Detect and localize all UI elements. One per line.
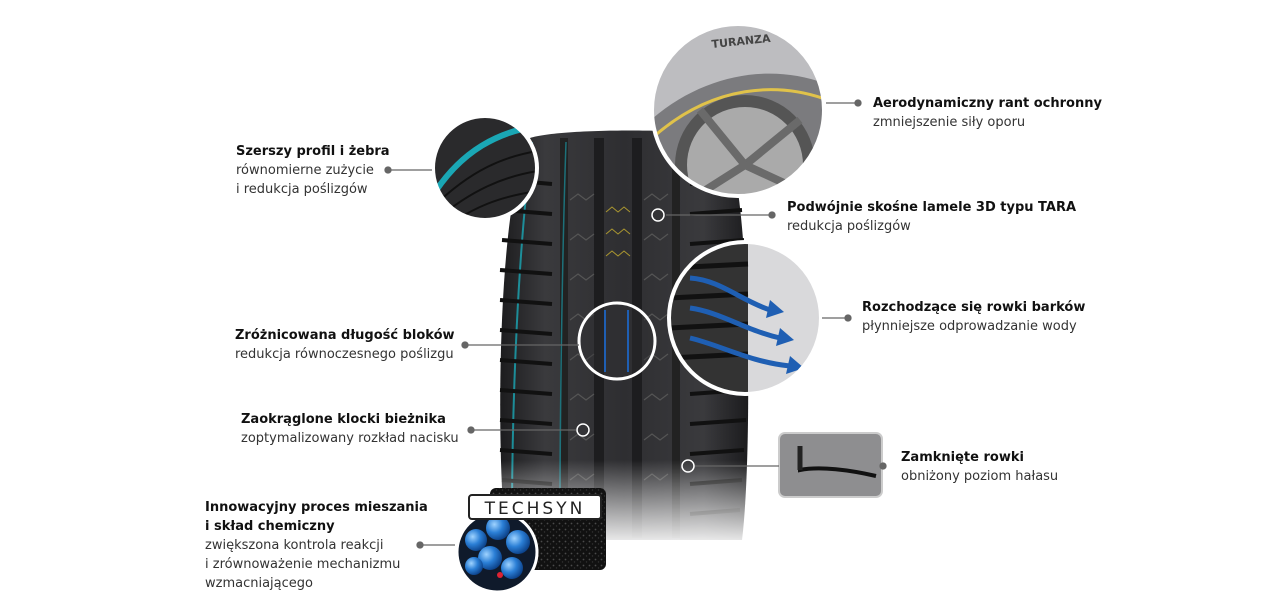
feature-rounded: Zaokrąglone klocki bieżnika zoptymalizow…	[241, 410, 459, 448]
feature-rounded-title: Zaokrąglone klocki bieżnika	[241, 412, 446, 427]
feature-sipes-title: Podwójnie skośne lamele 3D typu TARA	[787, 200, 1077, 215]
feature-compound-title-1: Innowacyjny proces mieszania	[205, 500, 428, 515]
feature-rounded-desc: zoptymalizowany rozkład nacisku	[241, 431, 459, 446]
water-flow-arrows	[689, 275, 791, 369]
feature-profile-desc-2: i redukcja poślizgów	[236, 182, 368, 197]
feature-compound-title-2: i skład chemiczny	[205, 519, 335, 534]
feature-rim-desc: zmniejszenie siły oporu	[873, 115, 1026, 130]
feature-blocks-desc: redukcja równoczesnego poślizgu	[235, 347, 454, 362]
feature-compound-desc-1: zwiększona kontrola reakcji	[205, 538, 384, 553]
feature-blocks: Zróżnicowana długość bloków redukcja rów…	[235, 326, 455, 364]
feature-closed-title: Zamknięte rowki	[901, 450, 1024, 465]
feature-profile: Szerszy profil i żebra równomierne zużyc…	[236, 142, 390, 199]
feature-rim: Aerodynamiczny rant ochronny zmniejszeni…	[873, 94, 1102, 132]
feature-compound-desc-2: i zrównoważenie mechanizmu	[205, 557, 401, 572]
sidewall-brand-text: TURANZA	[711, 32, 772, 51]
feature-sipes-desc: redukcja poślizgów	[787, 219, 911, 234]
feature-shoulder-desc: płynniejsze odprowadzanie wody	[862, 319, 1077, 334]
feature-closed-desc: obniżony poziom hałasu	[901, 469, 1059, 484]
feature-compound: Innowacyjny proces mieszania i skład che…	[205, 498, 428, 593]
feature-shoulder-title: Rozchodzące się rowki barków	[862, 300, 1086, 315]
feature-rim-title: Aerodynamiczny rant ochronny	[873, 96, 1102, 111]
sidewall-detail-circle: TURANZA	[650, 22, 826, 198]
feature-profile-desc-1: równomierne zużycie	[236, 163, 374, 178]
closed-groove-detail	[778, 432, 883, 498]
feature-sipes: Podwójnie skośne lamele 3D typu TARA red…	[787, 198, 1076, 236]
feature-blocks-title: Zróżnicowana długość bloków	[235, 328, 455, 343]
blocks-detail-circle	[577, 301, 657, 381]
marker-dots	[576, 208, 695, 473]
feature-shoulder: Rozchodzące się rowki barków płynniejsze…	[862, 298, 1085, 336]
feature-compound-desc-3: wzmacniającego	[205, 576, 313, 591]
techsyn-badge: TECHSYN	[468, 494, 602, 520]
feature-profile-title: Szerszy profil i żebra	[236, 144, 390, 159]
feature-closed: Zamknięte rowki obniżony poziom hałasu	[901, 448, 1058, 486]
profile-detail-circle	[431, 114, 539, 222]
callout-lines	[384, 99, 887, 549]
